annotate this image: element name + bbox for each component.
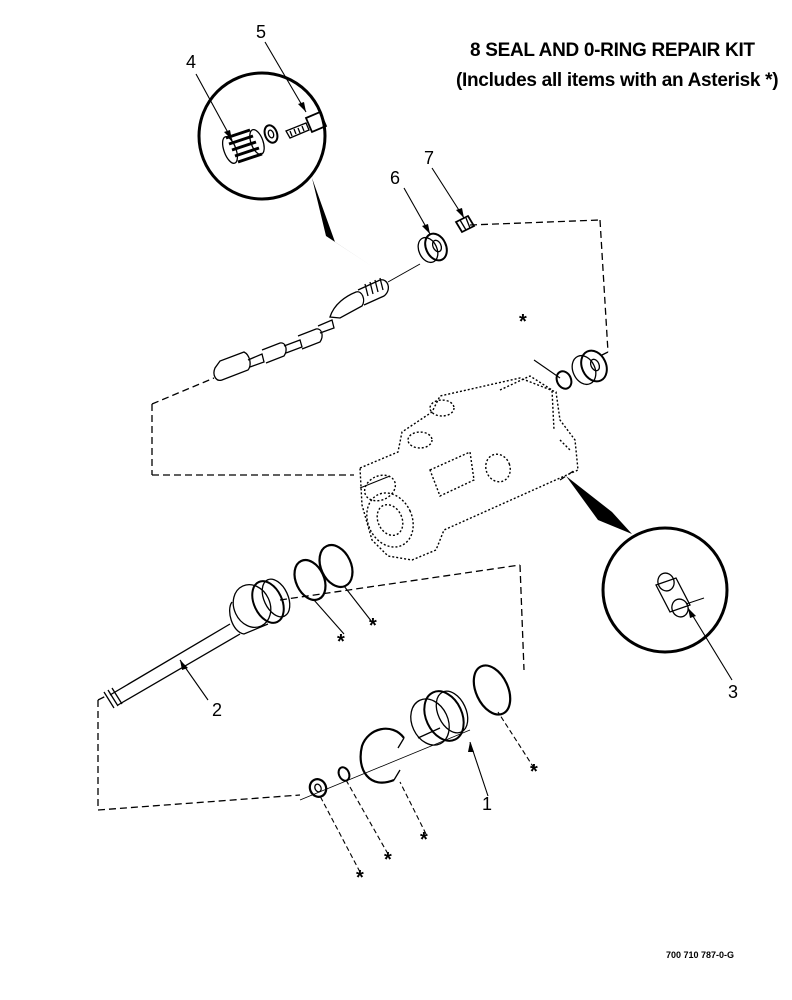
o-ring-right <box>555 370 573 390</box>
bolt-part-5 <box>285 110 328 139</box>
valve-housing <box>359 375 579 561</box>
callout-6: 6 <box>390 168 400 188</box>
callout-3: 3 <box>728 682 738 702</box>
callout-5: 5 <box>256 22 266 42</box>
seal-part-6 <box>417 232 448 264</box>
spring-part-4 <box>221 128 265 164</box>
callout-4: 4 <box>186 52 196 72</box>
washer-part <box>263 124 279 144</box>
seal-right <box>571 349 608 386</box>
piston-bracket <box>97 564 525 811</box>
asterisk-o-ring-large: * <box>530 761 538 783</box>
stem-bracket <box>151 219 609 476</box>
drawing-number: 700 710 787-0-G <box>666 950 735 960</box>
asterisk-small-ring-a: * <box>384 849 392 871</box>
asterisk-right-ring: * <box>519 311 527 333</box>
detail-circle-top <box>197 71 370 265</box>
o-ring-pair <box>293 543 354 602</box>
snap-ring <box>359 727 405 784</box>
callout-7: 7 <box>424 148 434 168</box>
asterisk-snap-ring: * <box>420 829 428 851</box>
asterisk-o-ring-a: * <box>337 631 345 653</box>
asterisk-o-ring-b: * <box>369 615 377 637</box>
o-ring-large <box>472 664 512 716</box>
piston-part-1 <box>410 690 469 746</box>
kit-title: 8 SEAL AND 0-RING REPAIR KIT <box>470 40 755 61</box>
detail-circle-right <box>566 476 729 654</box>
callout-2: 2 <box>212 700 222 720</box>
housing-axis-line <box>359 475 391 489</box>
spool-stem <box>213 263 421 381</box>
asterisk-small-ring-b: * <box>356 867 364 889</box>
kit-note: (Includes all items with an Asterisk *) <box>456 70 779 91</box>
callout-1: 1 <box>482 794 492 814</box>
piston-rod-part-2 <box>103 578 291 709</box>
nut-part-7 <box>454 214 476 234</box>
